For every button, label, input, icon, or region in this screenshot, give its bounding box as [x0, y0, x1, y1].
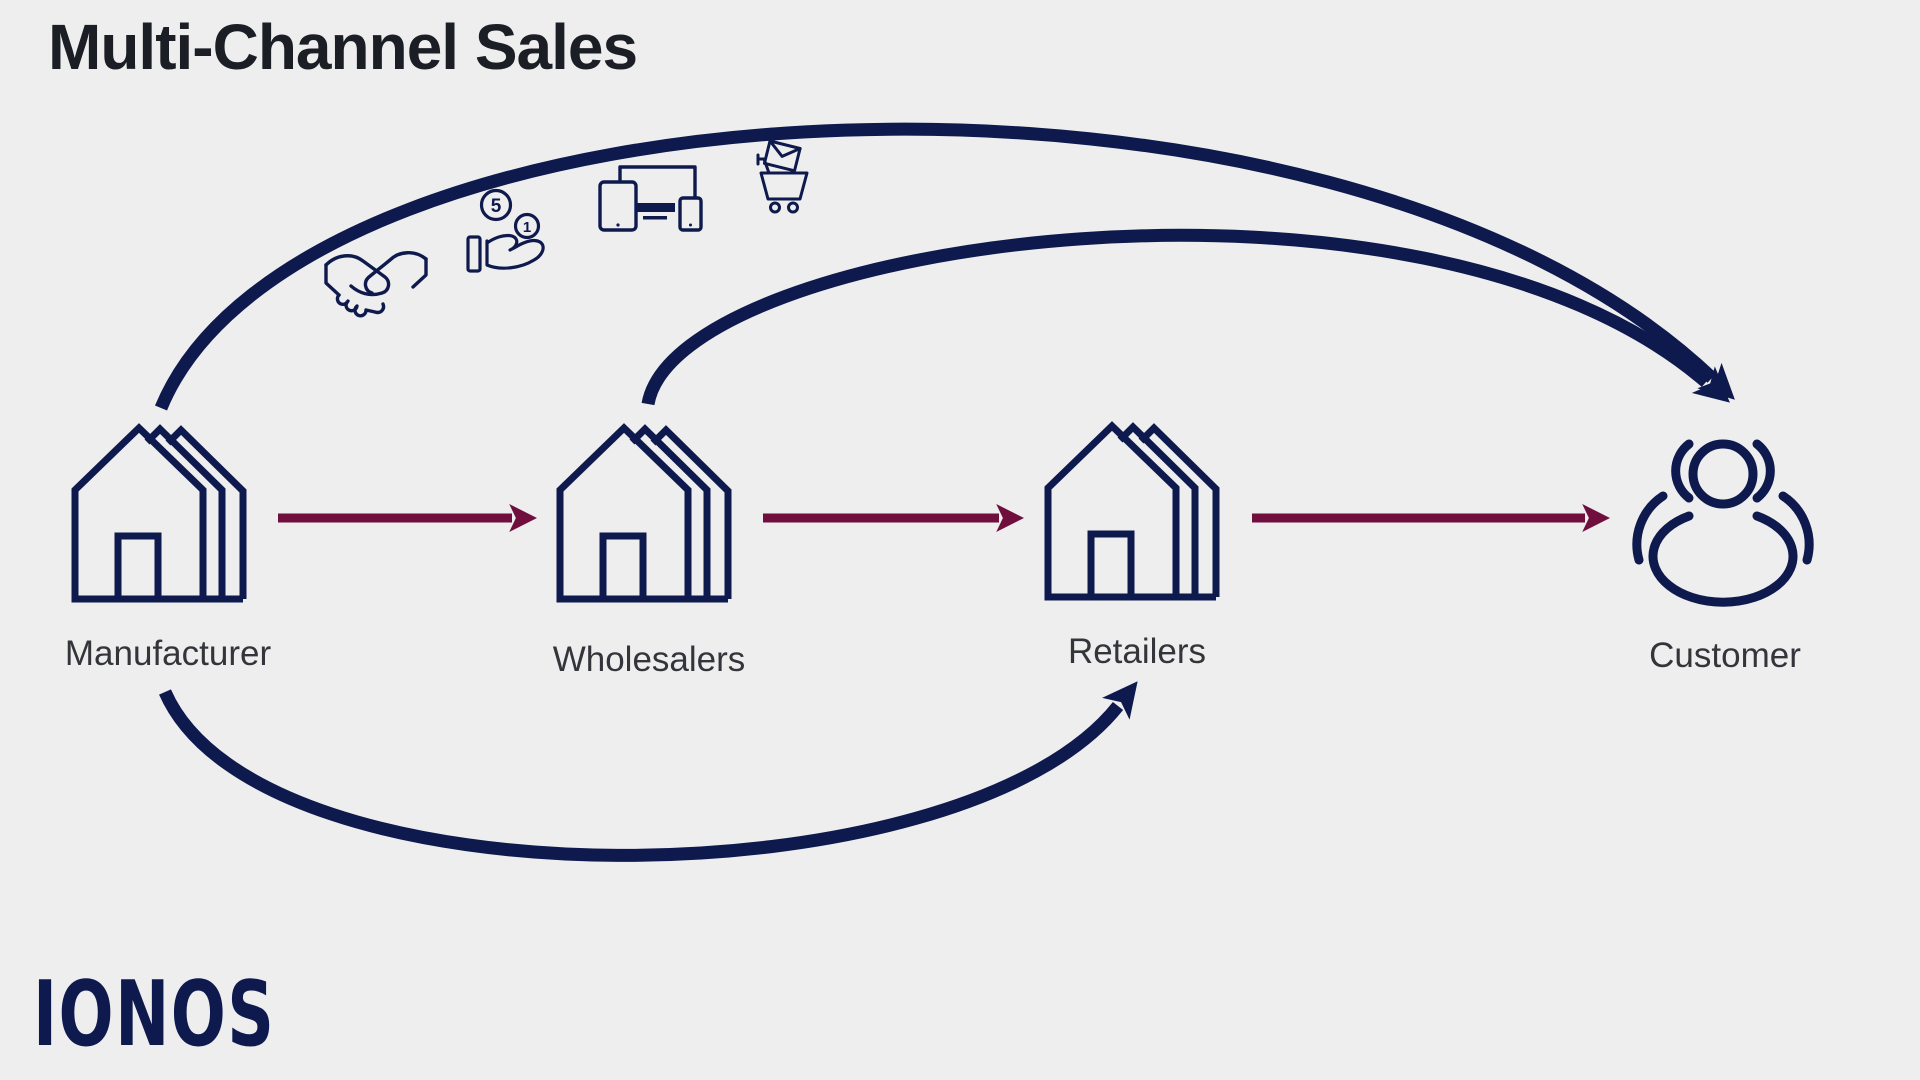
responsive-devices-icon [598, 165, 703, 232]
node-label-wholesalers: Wholesalers [552, 640, 746, 679]
knuckles [335, 293, 386, 318]
cart-handle [756, 153, 771, 175]
monitor-screen-bar [635, 203, 675, 212]
handshake-icon [324, 251, 428, 318]
coin-one [513, 212, 541, 240]
coins-in-hand-icon: 5 1 [466, 188, 545, 273]
cart-wheel-right [787, 201, 799, 214]
people-group-icon [1632, 439, 1814, 607]
left-cuff [324, 263, 341, 297]
envelope-icon [762, 139, 802, 173]
cart-wheel-left [769, 201, 781, 214]
monitor-frame [618, 165, 697, 198]
phone-home-button [689, 223, 692, 227]
right-cuff [411, 257, 428, 289]
cart-with-envelope-icon [756, 139, 809, 214]
house-icon-manufacturer [75, 428, 243, 599]
right-person-shoulder-arc [1778, 491, 1814, 565]
tablet [598, 180, 638, 232]
cart-basket [759, 171, 809, 201]
open-hand [485, 233, 545, 270]
person-head [1688, 439, 1758, 509]
left-person-shoulder-arc [1632, 491, 1668, 565]
arrow-wholesalers-to-customer [641, 228, 1730, 406]
arrow-manufacturer-to-customer [154, 122, 1735, 411]
coin-value-5: 5 [491, 196, 502, 217]
coin-value-1: 1 [523, 219, 531, 236]
page-title: Multi-Channel Sales [48, 11, 638, 83]
left-person-head-arc [1671, 439, 1694, 503]
ionos-logo: IONOS [33, 962, 276, 1067]
direct-channel-arrows [154, 122, 1735, 862]
right-hand [363, 251, 428, 295]
house-icon-retailers [1048, 426, 1216, 597]
monitor-stand-base [643, 216, 667, 220]
arrow-manufacturer-to-retailers [159, 681, 1138, 862]
node-label-manufacturer: Manufacturer [64, 634, 272, 673]
coin-five [479, 188, 513, 222]
right-person-head-arc [1752, 439, 1775, 503]
node-label-customer: Customer [1649, 636, 1801, 675]
left-hand [324, 254, 391, 297]
coin-slot-bar [466, 235, 482, 273]
node-label-retailers: Retailers [1067, 632, 1207, 671]
house-icon-wholesalers [560, 428, 728, 599]
tablet-home-button [616, 223, 620, 227]
person-body [1648, 511, 1798, 607]
phone [678, 196, 703, 232]
